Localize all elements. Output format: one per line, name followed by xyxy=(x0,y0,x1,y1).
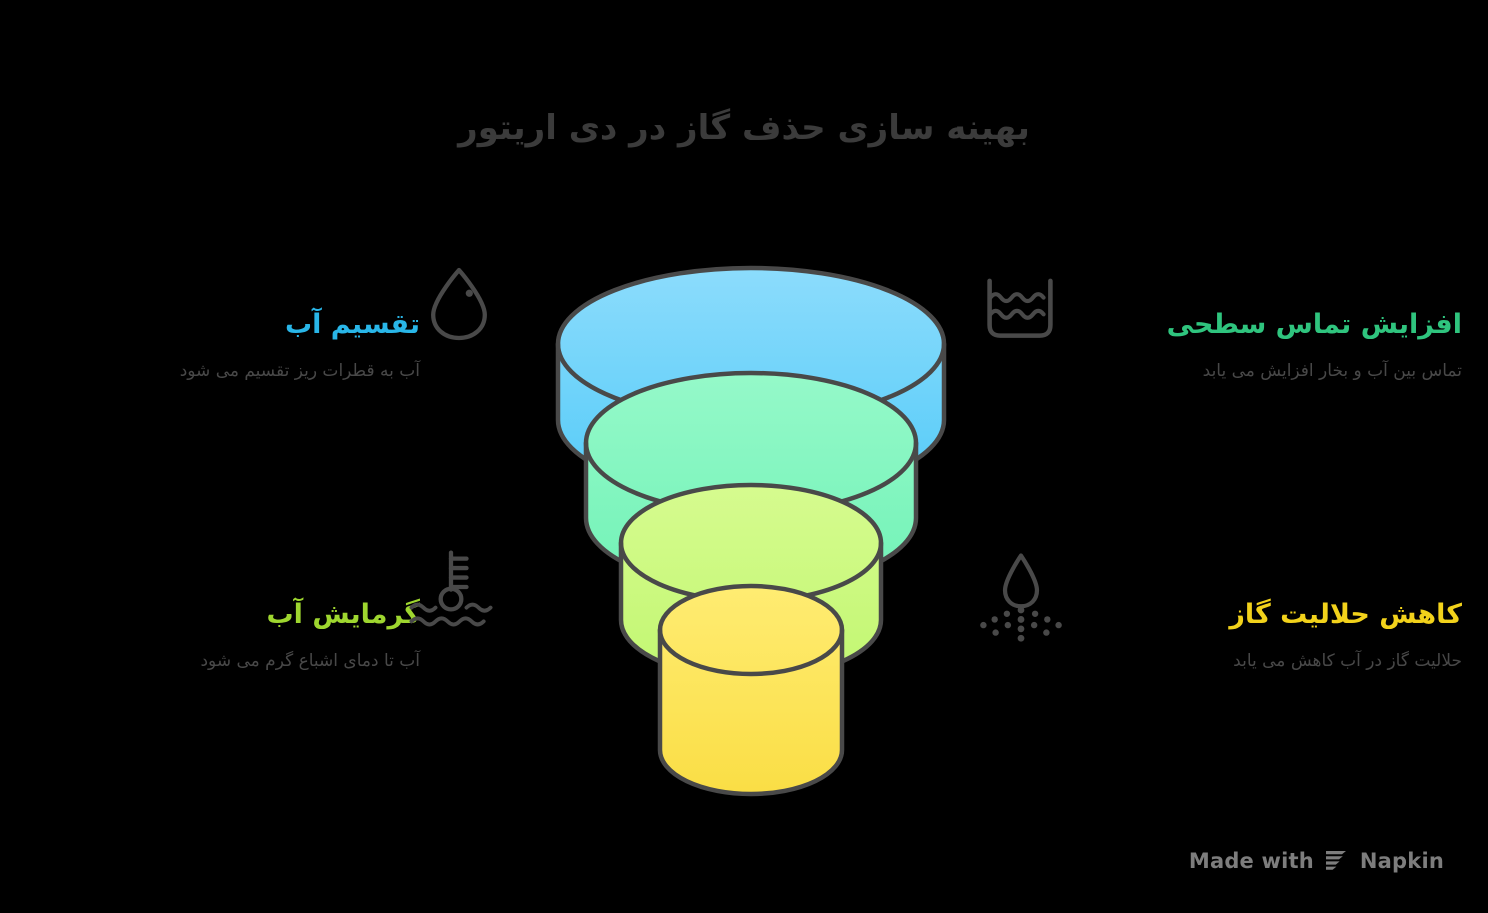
stage-title-gas-solubility: کاهش حلالیت گاز xyxy=(1229,599,1462,630)
stage-title-water-split: تقسیم آب xyxy=(284,309,420,340)
stage-title-surface-contact: افزایش تماس سطحی xyxy=(1166,309,1462,340)
funnel-stage-water-split: تقسیم آب آب به قطرات ریز تقسیم می شود xyxy=(60,308,420,384)
water-container-waves-icon xyxy=(982,276,1058,342)
stage-description-water-heating: آب تا دمای اشباع گرم می شود xyxy=(200,650,420,671)
watermark-made-with-label: Made with xyxy=(1188,849,1314,873)
funnel-stage-gas-solubility: کاهش حلالیت گاز حلالیت گاز در آب کاهش می… xyxy=(1102,598,1462,674)
droplet-dispersion-icon xyxy=(974,548,1068,642)
stage-description-gas-solubility: حلالیت گاز در آب کاهش می یابد xyxy=(1233,650,1462,671)
funnel-diagram xyxy=(516,238,986,838)
napkin-logo-icon xyxy=(1324,849,1350,873)
page-title: بهینه سازی حذف گاز در دی اریتور xyxy=(458,108,1030,148)
water-drop-icon xyxy=(416,258,502,344)
stage-description-surface-contact: تماس بین آب و بخار افزایش می یابد xyxy=(1202,360,1462,381)
funnel-svg xyxy=(555,265,947,797)
funnel-stage-water-heating: گرمایش آب آب تا دمای اشباع گرم می شود xyxy=(60,598,420,674)
watermark-brand-label: Napkin xyxy=(1359,849,1444,873)
napkin-watermark: Made with Napkin xyxy=(1189,849,1444,873)
stage-title-water-heating: گرمایش آب xyxy=(266,599,420,630)
thermometer-waves-icon xyxy=(408,544,494,630)
stage-description-water-split: آب به قطرات ریز تقسیم می شود xyxy=(179,360,420,381)
funnel-stage-surface-contact: افزایش تماس سطحی تماس بین آب و بخار افزا… xyxy=(1102,308,1462,384)
funnel-layer-gas-solubility xyxy=(657,583,845,797)
